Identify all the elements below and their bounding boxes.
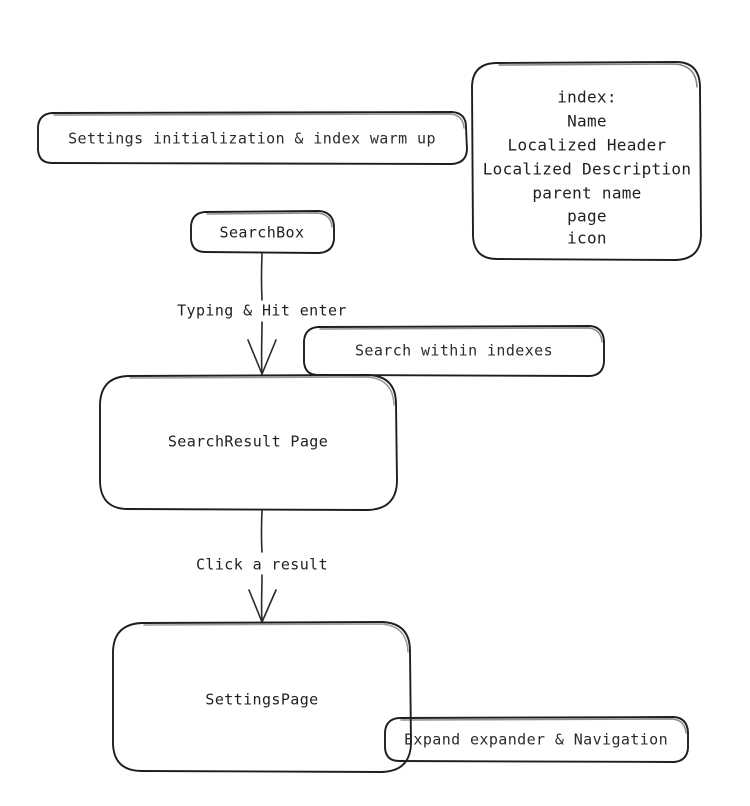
- note-settings-initialization: Settings initialization & index warm up: [37, 111, 468, 165]
- index-field-icon: icon: [567, 229, 607, 248]
- node-searchresult-page[interactable]: SearchResult Page: [99, 374, 398, 511]
- edge-label-typing-hit-enter: Typing & Hit enter: [177, 302, 347, 320]
- node-settingspage-label: SettingsPage: [205, 691, 318, 709]
- note-expand-expander-navigation: Expand expander & Navigation: [384, 716, 689, 763]
- edge-searchresult-to-settingspage: Click a result: [196, 510, 328, 623]
- node-searchresult-page-label: SearchResult Page: [168, 433, 328, 451]
- index-box-title: index:: [557, 88, 617, 107]
- node-searchbox-label: SearchBox: [220, 224, 305, 242]
- index-field-parent-name: parent name: [532, 184, 641, 203]
- note-settings-initialization-label: Settings initialization & index warm up: [68, 130, 436, 148]
- node-searchbox[interactable]: SearchBox: [190, 210, 335, 254]
- note-expand-expander-navigation-label: Expand expander & Navigation: [404, 731, 668, 749]
- edge-searchbox-to-searchresult: Typing & Hit enter: [177, 253, 347, 375]
- edge-label-click-a-result: Click a result: [196, 556, 328, 574]
- note-search-within-indexes-label: Search within indexes: [355, 342, 553, 360]
- index-box: index: Name Localized Header Localized D…: [471, 61, 702, 261]
- index-field-localized-description: Localized Description: [483, 160, 692, 179]
- index-field-localized-header: Localized Header: [508, 136, 667, 155]
- node-settingspage[interactable]: SettingsPage: [112, 621, 412, 773]
- note-search-within-indexes: Search within indexes: [303, 325, 605, 377]
- index-field-name: Name: [567, 112, 607, 131]
- index-field-page: page: [567, 207, 607, 226]
